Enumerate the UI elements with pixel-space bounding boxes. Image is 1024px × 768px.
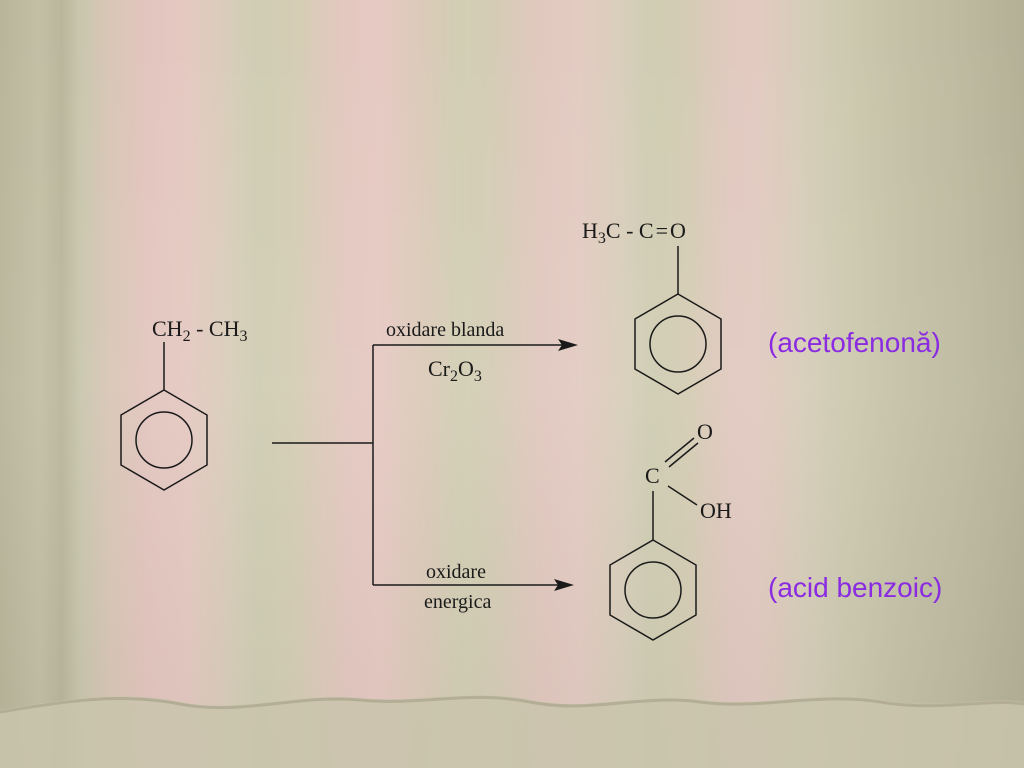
reactant-benzene-ring (120, 389, 208, 491)
reactant-side-chain: CH2 - CH3 (152, 316, 247, 345)
carbonyl-bond-b (668, 442, 699, 468)
acetophenone-benzene-ring (634, 293, 722, 395)
carbonyl-oxygen: O (697, 419, 713, 444)
acetophenone-structure: H3C - C=O (582, 218, 722, 395)
carbonyl-bond-a (664, 437, 695, 463)
condition-energetic-line1: oxidare (426, 561, 486, 583)
hydroxyl-group: OH (700, 498, 732, 523)
benzoic-acid-structure: C O OH (609, 419, 732, 641)
condition-mild: oxidare blanda (386, 319, 504, 341)
reaction-arrows (272, 339, 578, 591)
carboxyl-carbon: C (645, 463, 660, 488)
arrowhead-mild (558, 339, 578, 351)
benzoic-acid-benzene-ring (609, 539, 697, 641)
condition-energetic-line2: energica (424, 591, 491, 613)
hydroxyl-bond (667, 485, 698, 506)
acetophenone-aromatic-circle (649, 315, 707, 373)
label-benzoic-acid: (acid benzoic) (768, 572, 943, 603)
reactant-aromatic-circle (135, 411, 193, 469)
benzoic-acid-aromatic-circle (624, 561, 682, 619)
acetophenone-acetyl-group: H3C - C=O (582, 218, 686, 247)
reagent-cr2o3: Cr2O3 (428, 356, 482, 385)
arrowhead-energetic (554, 579, 574, 591)
reactant-structure: CH2 - CH3 (120, 316, 247, 491)
label-acetophenone: (acetofenonă) (768, 327, 941, 358)
